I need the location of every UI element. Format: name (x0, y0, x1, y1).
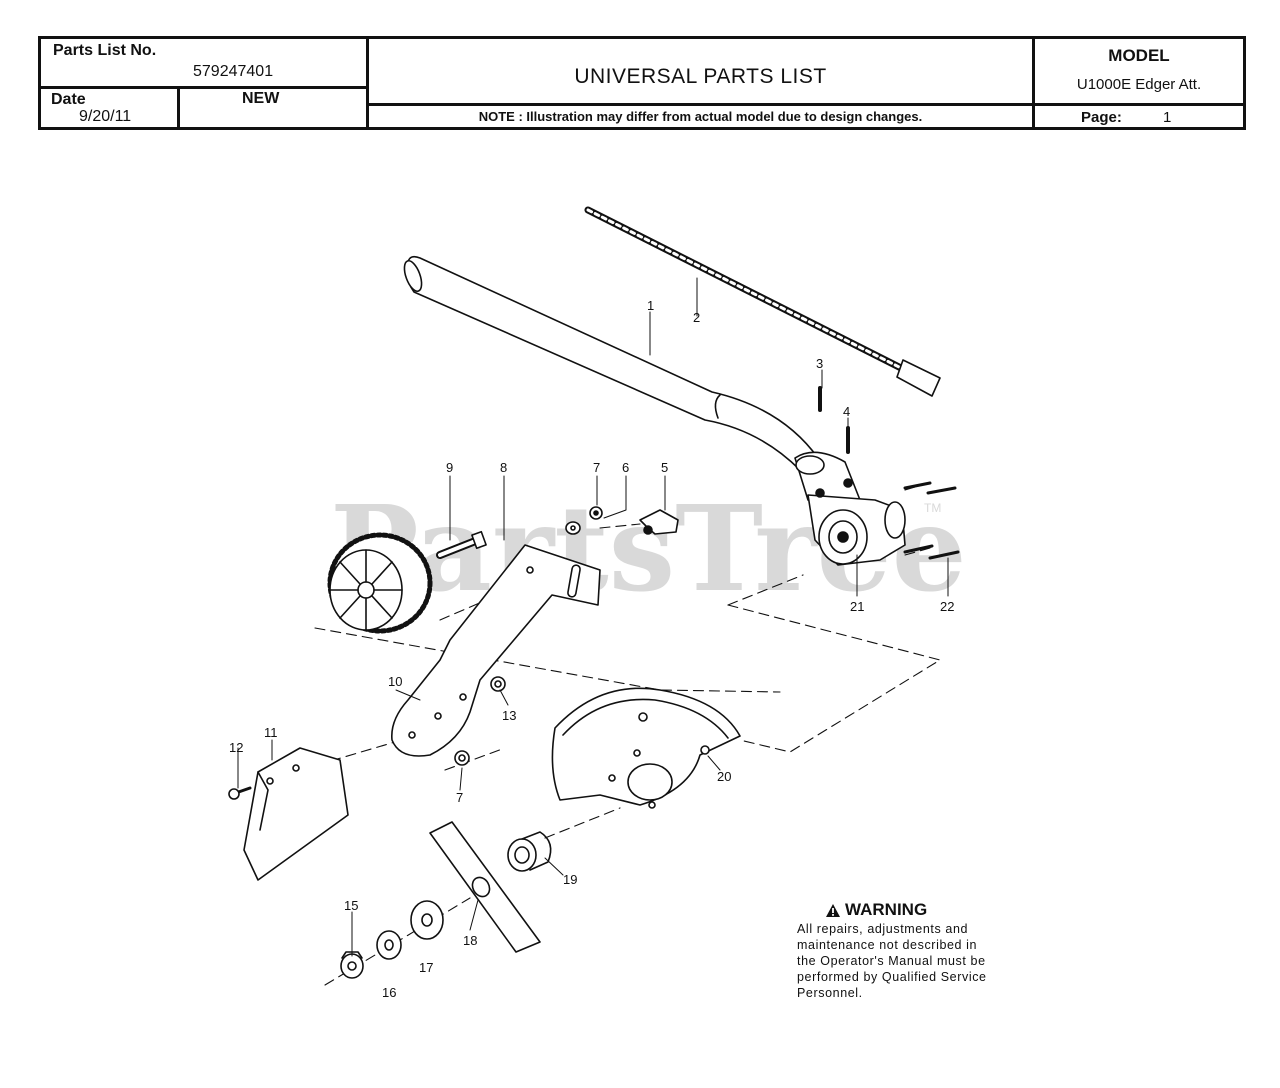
date-cell: Date 9/20/11 (41, 89, 180, 130)
model-cell: MODEL U1000E Edger Att. (1035, 39, 1243, 106)
date-value: 9/20/11 (79, 108, 132, 125)
parts-list-label: Parts List No. (53, 42, 157, 59)
model-label: MODEL (1108, 46, 1170, 65)
shaft-tube (403, 255, 819, 471)
leader-lines (237, 277, 949, 957)
warning-line: performed by Qualified Service (797, 970, 987, 984)
callout-7b: 7 (456, 790, 463, 805)
callout-21: 21 (850, 599, 864, 614)
illustration-note: NOTE : Illustration may differ from actu… (478, 109, 923, 124)
warning-title-text: WARNING (845, 900, 928, 919)
nut-washer-knob (565, 506, 679, 535)
callout-16: 16 (382, 985, 396, 1000)
callout-8: 8 (500, 460, 507, 475)
callout-17: 17 (419, 960, 433, 975)
page-cell: Page: 1 (1035, 106, 1243, 130)
date-label: Date (51, 91, 86, 108)
callout-6: 6 (622, 460, 629, 475)
parts-list-number: 579247401 (193, 63, 274, 80)
callout-2: 2 (693, 310, 700, 325)
side-guard (228, 747, 349, 881)
parts-list-number-cell: Parts List No. 579247401 (41, 39, 369, 89)
wheel (327, 532, 433, 634)
washers-and-nut (340, 900, 444, 979)
warning-triangle-icon (826, 903, 840, 917)
warning-title: WARNING (825, 900, 1027, 920)
wheel-bolt (436, 530, 487, 559)
blade-guard (551, 687, 741, 809)
callout-15: 15 (344, 898, 358, 913)
callout-22: 22 (940, 599, 954, 614)
warning-line: the Operator's Manual must be (797, 954, 986, 968)
warning-notice: WARNING All repairs, adjustments and mai… (797, 900, 1027, 1001)
page-number: 1 (1163, 109, 1172, 126)
page-label: Page: (1081, 109, 1122, 126)
wheel-bracket (391, 544, 601, 757)
warning-body: All repairs, adjustments and maintenance… (797, 921, 1027, 1001)
title-cell: UNIVERSAL PARTS LIST (369, 39, 1035, 106)
callout-numbers: 1 2 3 4 5 6 7 8 9 10 11 12 13 7 15 16 17… (229, 298, 954, 1000)
status-cell: NEW (180, 89, 369, 130)
parts-list-header: Parts List No. 579247401 Date 9/20/11 NE… (38, 36, 1246, 130)
note-cell: NOTE : Illustration may differ from actu… (369, 106, 1035, 130)
gear-head-housing (794, 451, 906, 566)
warning-line: All repairs, adjustments and (797, 922, 969, 936)
callout-1: 1 (647, 298, 654, 313)
flex-drive-shaft (584, 206, 941, 397)
callout-3: 3 (816, 356, 823, 371)
blade-adapter (507, 831, 552, 872)
callout-4: 4 (843, 404, 850, 419)
callout-13: 13 (502, 708, 516, 723)
callout-12: 12 (229, 740, 243, 755)
page-title: UNIVERSAL PARTS LIST (574, 65, 827, 88)
callout-20: 20 (717, 769, 731, 784)
warning-line: Personnel. (797, 986, 863, 1000)
callout-11: 11 (264, 725, 278, 740)
bracket-nuts (454, 676, 506, 766)
callout-7: 7 (593, 460, 600, 475)
watermark-tm: TM (924, 501, 941, 515)
screws-22 (903, 481, 960, 560)
screws-3-4 (818, 386, 850, 454)
edger-blade (429, 821, 541, 953)
warning-line: maintenance not described in (797, 938, 978, 952)
callout-5: 5 (661, 460, 668, 475)
callout-19: 19 (563, 872, 577, 887)
callout-18: 18 (463, 933, 477, 948)
callout-10: 10 (388, 674, 402, 689)
callout-9: 9 (446, 460, 453, 475)
model-value: U1000E Edger Att. (1076, 76, 1202, 93)
status-label: NEW (242, 90, 280, 107)
